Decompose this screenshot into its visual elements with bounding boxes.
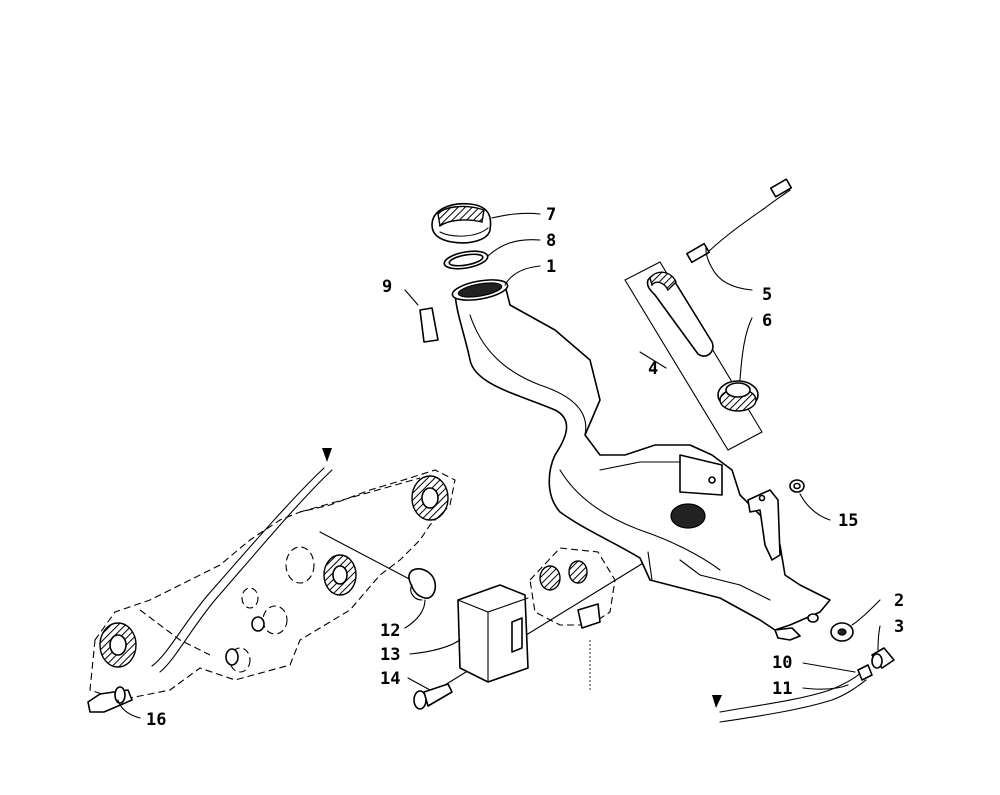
filler-neck xyxy=(451,279,509,301)
cap-gasket xyxy=(443,250,489,270)
leader-lines xyxy=(117,212,881,719)
pulley-middle xyxy=(323,554,357,596)
callout-2: 2 xyxy=(894,591,904,611)
sender-group-box xyxy=(624,261,763,451)
callout-6: 6 xyxy=(762,311,772,331)
washer-2 xyxy=(830,622,854,642)
fuel-cap xyxy=(431,202,492,244)
callout-7: 7 xyxy=(546,205,556,225)
pump-assembly xyxy=(529,547,616,629)
fuel-sensor xyxy=(646,178,793,357)
callout-labels: 7 8 1 9 5 6 4 15 2 3 12 10 13 14 11 16 xyxy=(146,205,904,730)
callout-5: 5 xyxy=(762,285,772,305)
fuel-tank xyxy=(454,284,831,641)
tank-bracket xyxy=(747,489,781,561)
callout-8: 8 xyxy=(546,231,556,251)
fitting-3 xyxy=(871,647,895,669)
nut-15 xyxy=(789,479,805,493)
fuel-hose-left xyxy=(87,448,333,713)
electronic-module xyxy=(457,584,529,683)
callout-11: 11 xyxy=(772,679,792,699)
callout-1: 1 xyxy=(546,257,556,277)
hose-arrow-right xyxy=(712,695,722,708)
callout-9: 9 xyxy=(382,277,392,297)
callout-16: 16 xyxy=(146,710,166,730)
sender-grommet xyxy=(717,380,759,412)
engine-frame xyxy=(89,469,456,701)
callout-3: 3 xyxy=(894,617,904,637)
callout-10: 10 xyxy=(772,653,792,673)
pulley-upper-right xyxy=(411,475,449,521)
callout-15: 15 xyxy=(838,511,858,531)
pulley-left xyxy=(99,622,137,668)
fuel-hose-right xyxy=(712,664,873,723)
callout-12: 12 xyxy=(380,621,400,641)
bolt-14 xyxy=(413,683,453,710)
callout-14: 14 xyxy=(380,669,400,689)
hose-arrow-top xyxy=(322,448,332,462)
callout-4: 4 xyxy=(648,359,658,379)
hose-clamp xyxy=(408,568,437,601)
callout-13: 13 xyxy=(380,645,400,665)
decal-9 xyxy=(404,289,439,343)
